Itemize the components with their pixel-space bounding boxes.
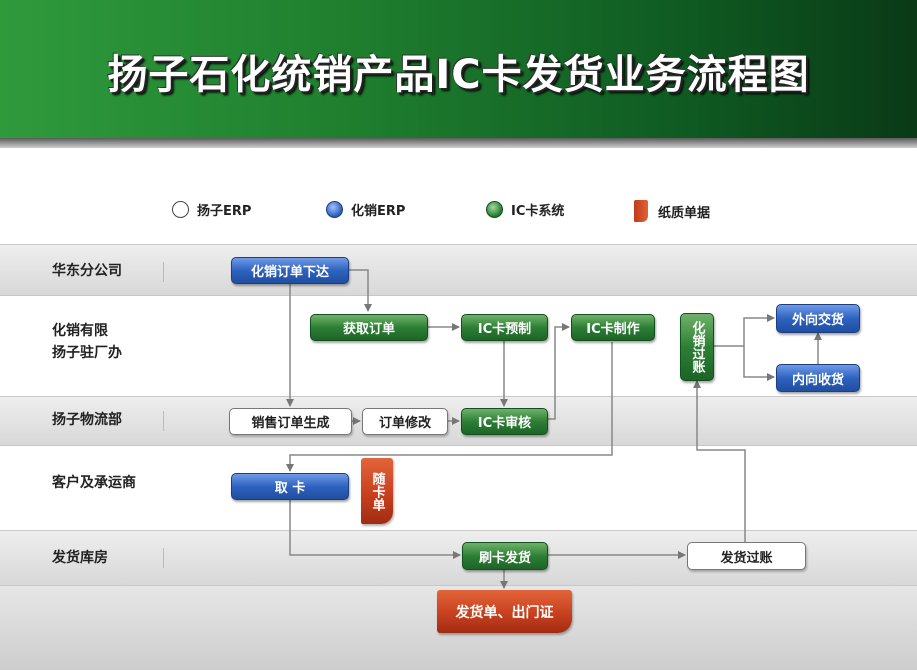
arrow-branch-to-internal — [743, 346, 775, 381]
node-external-delivery: 外向交货 — [776, 304, 860, 333]
white-circle-icon — [172, 201, 189, 218]
blue-circle-icon — [326, 201, 343, 218]
lane-divider — [0, 445, 917, 446]
legend-yangzi-erp: 扬子ERP — [172, 200, 251, 219]
lane-separator — [163, 262, 164, 282]
legend-ic-system: IC卡系统 — [486, 200, 564, 219]
lane-label-warehouse: 发货库房 — [52, 550, 108, 566]
node-ship-docs: 发货单、出门证 — [437, 590, 572, 633]
node-ic-review: IC卡审核 — [461, 408, 548, 435]
legend-label: 纸质单据 — [658, 205, 711, 221]
lane-divider — [0, 585, 917, 586]
green-circle-icon — [486, 201, 503, 218]
node-get-order: 获取订单 — [310, 314, 428, 341]
lane-label-customer: 客户及承运商 — [52, 475, 136, 491]
lane-band-logistics — [0, 397, 917, 445]
lane-separator — [163, 411, 164, 431]
lane-label-logistics: 扬子物流部 — [52, 412, 122, 428]
lane-band-east-branch — [0, 245, 917, 295]
node-ic-make: IC卡制作 — [571, 314, 655, 341]
node-order-modify: 订单修改 — [362, 408, 448, 435]
node-order-issue: 化销订单下达 — [231, 257, 349, 284]
lane-label-huaxiao-office-1: 化销有限 — [52, 323, 108, 339]
legend-huaxiao-erp: 化销ERP — [326, 200, 405, 219]
arrow-branch-to-external — [743, 314, 775, 346]
title-banner: 扬子石化统销产品IC卡发货业务流程图 — [0, 0, 917, 148]
node-ic-prefab: IC卡预制 — [461, 314, 548, 341]
node-ship-posting: 发货过账 — [687, 542, 806, 570]
lane-label-huaxiao-office-2: 扬子驻厂办 — [52, 345, 122, 361]
node-swipe-ship: 刷卡发货 — [462, 542, 548, 570]
lane-separator — [163, 548, 164, 568]
node-internal-receipt: 内向收货 — [776, 364, 860, 392]
lane-label-east-branch: 华东分公司 — [52, 263, 122, 279]
node-huaxiao-posting: 化销过账 — [680, 313, 714, 381]
node-card-slip: 随卡单 — [361, 458, 393, 524]
lane-divider — [0, 244, 917, 245]
paper-document-icon — [634, 200, 648, 222]
lane-divider — [0, 295, 917, 296]
legend-label: IC卡系统 — [511, 204, 565, 219]
node-take-card: 取 卡 — [231, 473, 349, 500]
page-title: 扬子石化统销产品IC卡发货业务流程图 — [107, 52, 810, 98]
lane-divider — [0, 530, 917, 531]
legend-label: 扬子ERP — [197, 204, 252, 219]
lane-divider — [0, 396, 917, 397]
legend-label: 化销ERP — [351, 204, 406, 219]
legend-paper-doc: 纸质单据 — [634, 200, 710, 222]
node-sales-order-gen: 销售订单生成 — [229, 408, 352, 435]
